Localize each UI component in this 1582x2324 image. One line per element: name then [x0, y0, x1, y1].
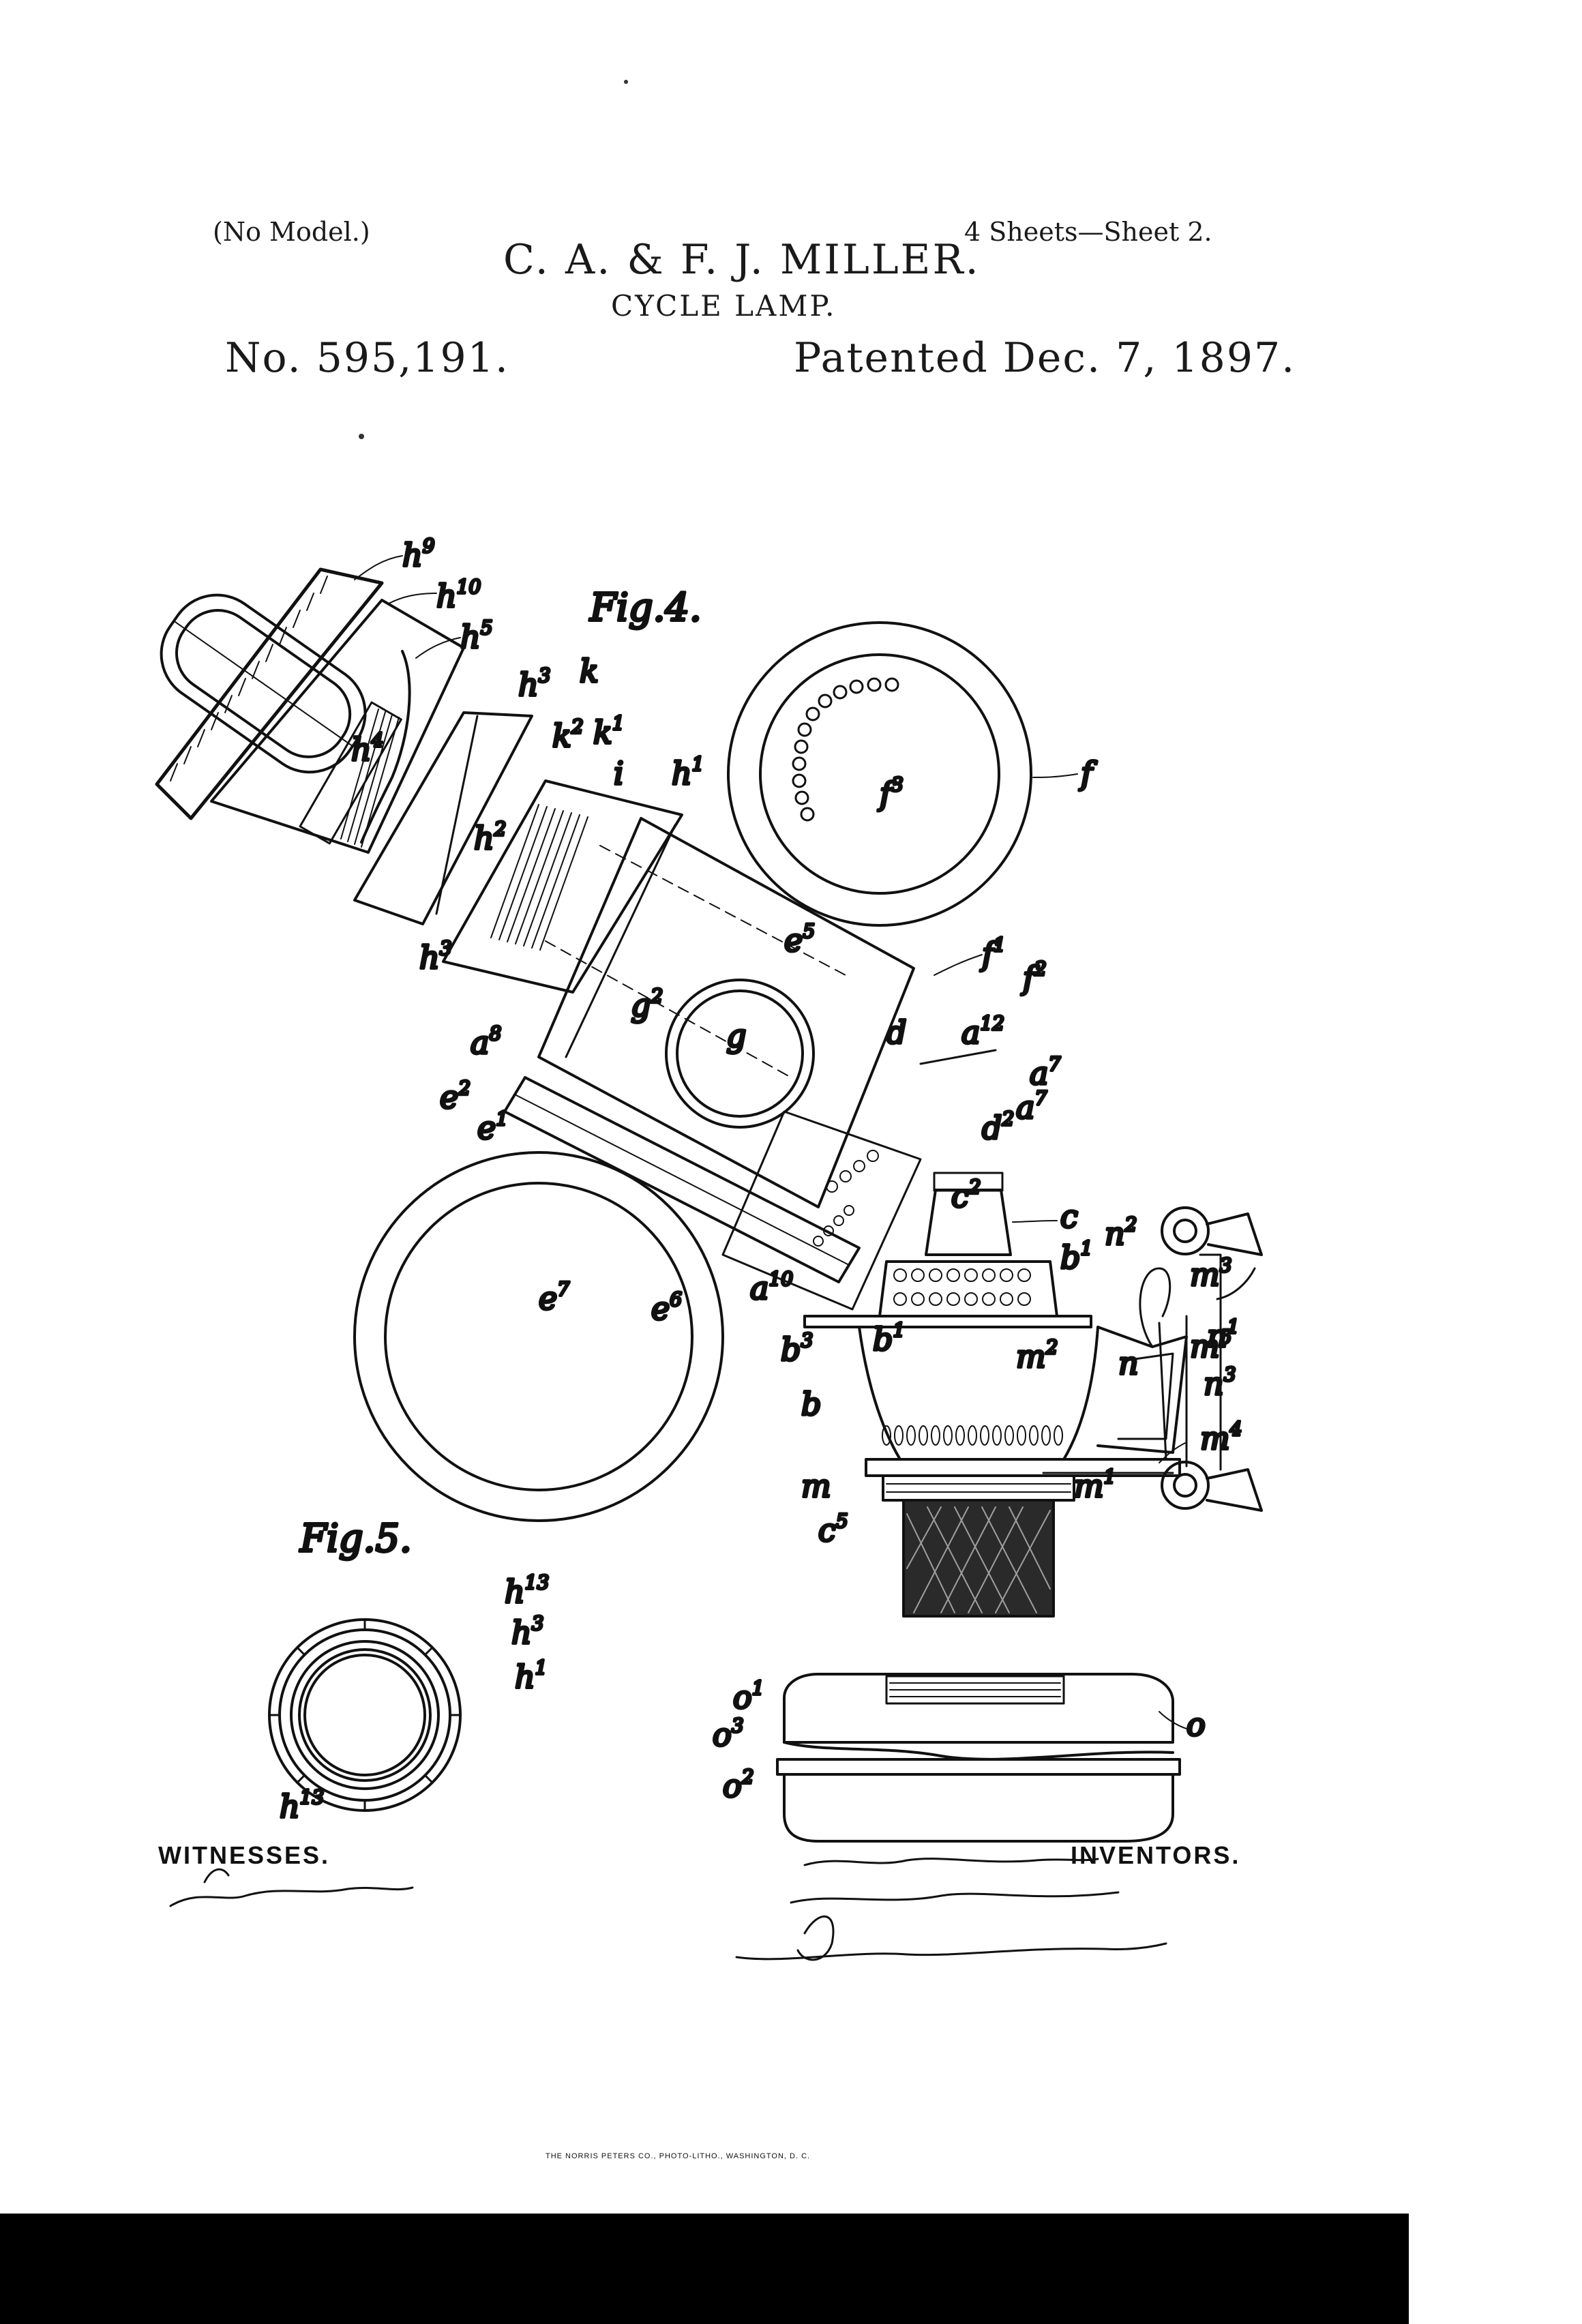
reference-labels: Fig.4. Fig.5. h9 h10 h5 h3 k k2 k1 h4 i … [278, 533, 1243, 1826]
label-o2: o2 [723, 1766, 754, 1804]
paper-specks [359, 80, 628, 439]
label-h1: h1 [672, 753, 704, 792]
fig4-label: Fig.4. [589, 586, 702, 630]
label-m3: m3 [1190, 1254, 1232, 1293]
label-g: g [726, 1017, 746, 1054]
label-h1-fig5: h1 [515, 1656, 547, 1695]
label-h3-mid: h3 [419, 937, 451, 976]
label-m1: m1 [1074, 1465, 1116, 1504]
label-m4: m4 [1200, 1418, 1242, 1457]
patent-title: CYCLE LAMP. [611, 289, 837, 323]
label-k2: k2 [552, 715, 584, 754]
label-k1: k1 [593, 712, 625, 751]
label-f3: f3 [878, 773, 904, 812]
label-o1: o1 [733, 1677, 764, 1716]
label-b3: b3 [781, 1329, 813, 1368]
printer-credit: THE NORRIS PETERS CO., PHOTO-LITHO., WAS… [546, 2152, 811, 2160]
label-a7-right: a7 [1030, 1053, 1060, 1092]
sheet-number: 4 Sheets—Sheet 2. [964, 217, 1212, 247]
label-o3: o3 [713, 1714, 744, 1753]
label-h3-top: h3 [518, 664, 550, 703]
disk-e7 [353, 1151, 724, 1522]
label-h10: h10 [436, 576, 481, 614]
label-d: d [886, 1014, 906, 1051]
fig5-ring [268, 1618, 462, 1812]
disk-f [727, 621, 1032, 927]
inventor-signatures [735, 1858, 1167, 1961]
patent-number: No. 595,191. [225, 334, 509, 382]
label-c2: c2 [951, 1176, 981, 1215]
inventor-names: C. A. & F. J. MILLER. [503, 236, 981, 284]
label-e6: e6 [651, 1288, 682, 1327]
label-h9: h9 [402, 535, 434, 573]
label-a8: a8 [471, 1022, 501, 1061]
label-e7: e7 [539, 1278, 569, 1317]
leader-lines [354, 555, 1187, 1729]
lens-hood-assembly [155, 567, 997, 1311]
label-e5: e5 [784, 920, 815, 959]
label-a7-lower: a7 [1016, 1087, 1047, 1126]
label-m2: m2 [1016, 1336, 1058, 1375]
label-f1: f1 [980, 934, 1006, 972]
label-k: k [580, 653, 599, 689]
label-h13-bottom: h13 [280, 1786, 324, 1825]
inventors-heading: INVENTORS. [1071, 1841, 1241, 1869]
no-model-note: (No Model.) [213, 217, 370, 247]
label-n1: n1 [1207, 1315, 1239, 1354]
label-h3-fig5: h3 [511, 1612, 543, 1651]
label-c5: c5 [818, 1510, 848, 1549]
label-a12: a12 [961, 1012, 1004, 1051]
label-b: b [801, 1386, 821, 1422]
label-a10: a10 [750, 1268, 793, 1307]
label-b1-upper: b1 [1060, 1237, 1092, 1276]
label-f2: f2 [1021, 957, 1047, 996]
oil-fount [776, 1673, 1181, 1843]
label-n2: n2 [1105, 1213, 1137, 1252]
witness-signatures [169, 1868, 414, 1907]
label-m: m [801, 1468, 831, 1504]
label-o: o [1186, 1706, 1206, 1743]
label-b1-lower: b1 [873, 1319, 905, 1358]
label-h13-top: h13 [505, 1571, 549, 1610]
label-f: f [1079, 755, 1097, 792]
label-h5: h5 [460, 616, 492, 655]
label-h4: h4 [351, 729, 383, 768]
label-h2: h2 [474, 818, 506, 856]
label-d2: d2 [982, 1107, 1014, 1146]
label-c: c [1060, 1198, 1078, 1235]
label-n3: n3 [1204, 1363, 1236, 1402]
scan-edge-bar [0, 2214, 1409, 2324]
fig5-label: Fig.5. [299, 1517, 412, 1561]
burner-assembly [803, 1172, 1263, 1618]
label-e1: e1 [477, 1107, 508, 1146]
label-e2: e2 [440, 1077, 471, 1116]
patent-date: Patented Dec. 7, 1897. [794, 334, 1296, 382]
label-n: n [1118, 1345, 1139, 1382]
label-i: i [614, 755, 624, 792]
label-m5: m5 [1190, 1326, 1232, 1365]
label-g2: g2 [631, 985, 663, 1024]
witnesses-heading: WITNESSES. [158, 1841, 331, 1869]
